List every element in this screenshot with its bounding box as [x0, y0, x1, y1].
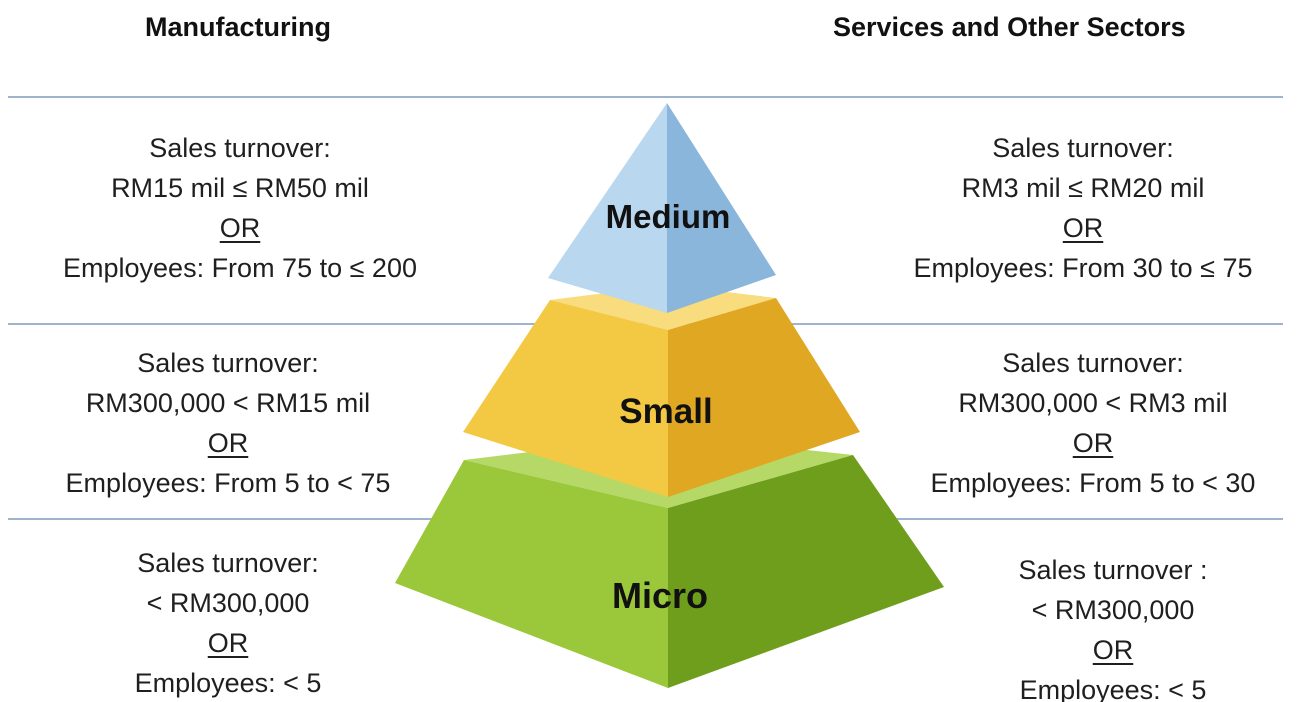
employees-range: Employees: From 30 to ≤ 75	[913, 253, 1253, 283]
medium-label: Medium	[606, 198, 731, 235]
manufacturing-heading: Manufacturing	[145, 12, 331, 42]
or-label: OR	[207, 428, 249, 458]
services-heading: Services and Other Sectors	[833, 12, 1186, 42]
sales-turnover-label: Sales turnover :	[1018, 555, 1208, 585]
medium-tier-right-face	[667, 103, 776, 313]
employees-range: Employees: < 5	[1019, 675, 1207, 702]
micro-tier: Micro	[395, 435, 944, 688]
sales-turnover-range: < RM300,000	[1031, 595, 1195, 625]
employees-range: Employees: From 5 to < 30	[930, 468, 1256, 498]
services-small-criteria: Sales turnover: RM300,000 < RM3 mil OR E…	[883, 343, 1303, 503]
medium-tier-left-face	[548, 103, 667, 313]
medium-tier: Medium	[548, 103, 776, 313]
micro-label: Micro	[612, 575, 708, 616]
employees-range: Employees: From 75 to ≤ 200	[63, 253, 417, 283]
manufacturing-micro-criteria: Sales turnover: < RM300,000 OR Employees…	[18, 543, 438, 702]
sales-turnover-label: Sales turnover:	[992, 133, 1174, 163]
or-label: OR	[207, 628, 249, 658]
or-label: OR	[219, 213, 261, 243]
or-label: OR	[1092, 635, 1134, 665]
manufacturing-medium-criteria: Sales turnover: RM15 mil ≤ RM50 mil OR E…	[30, 128, 450, 288]
sales-turnover-label: Sales turnover:	[149, 133, 331, 163]
services-micro-criteria: Sales turnover : < RM300,000 OR Employee…	[903, 550, 1307, 702]
manufacturing-small-criteria: Sales turnover: RM300,000 < RM15 mil OR …	[18, 343, 438, 503]
small-label: Small	[619, 392, 712, 431]
sales-turnover-label: Sales turnover:	[137, 348, 319, 378]
employees-range: Employees: < 5	[134, 668, 322, 698]
small-tier-left-face	[463, 300, 668, 497]
or-label: OR	[1062, 213, 1104, 243]
divider-top	[8, 96, 1283, 98]
employees-range: Employees: From 5 to < 75	[65, 468, 391, 498]
sales-turnover-range: RM15 mil ≤ RM50 mil	[111, 173, 369, 203]
sales-turnover-range: RM300,000 < RM15 mil	[85, 388, 371, 418]
small-tier-right-face	[668, 298, 860, 497]
sales-turnover-range: RM3 mil ≤ RM20 mil	[961, 173, 1205, 203]
sales-turnover-label: Sales turnover:	[1002, 348, 1184, 378]
sales-turnover-label: Sales turnover:	[137, 548, 319, 578]
micro-tier-right-face	[668, 455, 944, 688]
sales-turnover-range: RM300,000 < RM3 mil	[958, 388, 1228, 418]
sales-turnover-range: < RM300,000	[146, 588, 310, 618]
micro-tier-left-face	[395, 460, 668, 688]
or-label: OR	[1072, 428, 1114, 458]
services-medium-criteria: Sales turnover: RM3 mil ≤ RM20 mil OR Em…	[873, 128, 1293, 288]
